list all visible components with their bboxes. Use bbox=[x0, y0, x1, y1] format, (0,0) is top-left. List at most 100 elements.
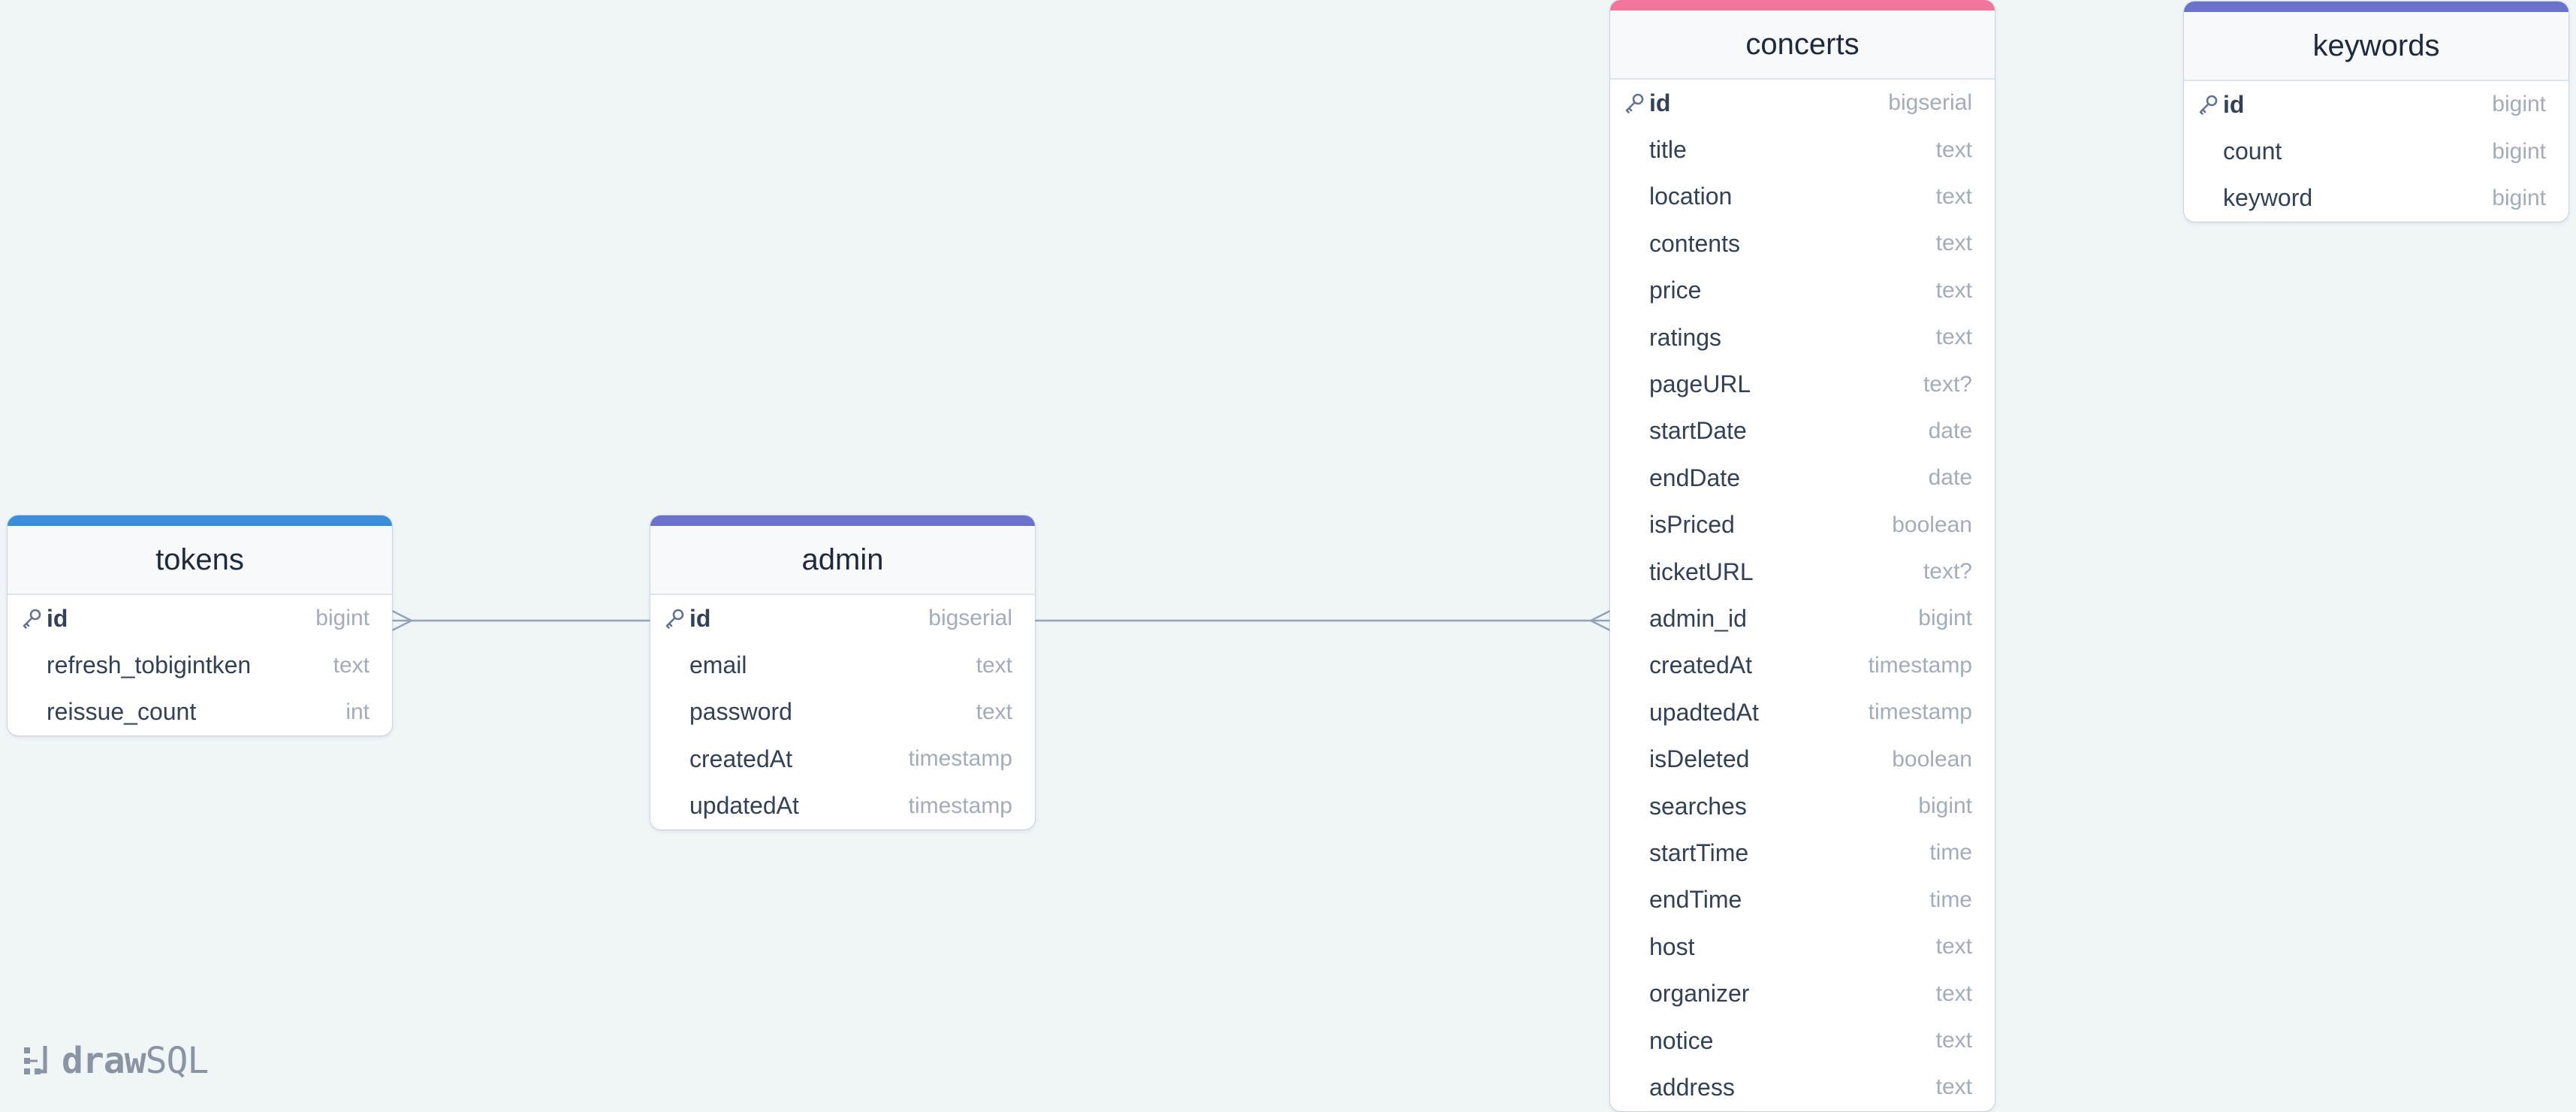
column-name: id bbox=[1649, 89, 1671, 116]
relation-admin-concerts[interactable] bbox=[1035, 609, 1611, 632]
column-type: text bbox=[1935, 1074, 1972, 1100]
column-row-pageURL[interactable]: pageURL text? bbox=[1610, 361, 1995, 407]
column-name: organizer bbox=[1649, 980, 1750, 1008]
column-name: id bbox=[2223, 90, 2245, 118]
column-name: count bbox=[2223, 137, 2282, 165]
column-row-upadtedAt[interactable]: upadtedAt timestamp bbox=[1610, 689, 1995, 736]
column-name: title bbox=[1649, 136, 1687, 164]
column-name: password bbox=[689, 698, 792, 726]
column-type: text bbox=[333, 652, 370, 678]
column-name: endDate bbox=[1649, 464, 1740, 491]
column-row-address[interactable]: address text bbox=[1610, 1064, 1995, 1110]
drawsql-logo-text: drawSQL bbox=[62, 1040, 209, 1082]
column-row-id[interactable]: id bigint bbox=[8, 595, 392, 642]
column-name: upadtedAt bbox=[1649, 698, 1759, 726]
relation-tokens-admin[interactable] bbox=[391, 609, 650, 632]
column-name: id bbox=[47, 604, 68, 632]
column-type: text bbox=[1935, 934, 1972, 959]
column-name: admin_id bbox=[1649, 604, 1747, 632]
column-row-id[interactable]: id bigserial bbox=[1610, 80, 1995, 126]
logo-text-bold: draw bbox=[62, 1040, 146, 1082]
column-name: keyword bbox=[2223, 184, 2313, 212]
column-name: ticketURL bbox=[1649, 558, 1754, 585]
column-name: startTime bbox=[1649, 839, 1749, 866]
column-row-contents[interactable]: contents text bbox=[1610, 220, 1995, 267]
column-name: email bbox=[689, 651, 747, 679]
column-type: timestamp bbox=[1868, 700, 1972, 725]
table-accent-bar bbox=[8, 515, 392, 526]
column-type: bigint bbox=[2492, 92, 2546, 117]
column-type: bigint bbox=[1918, 606, 1972, 631]
column-name: endTime bbox=[1649, 886, 1742, 914]
column-name: address bbox=[1649, 1073, 1735, 1101]
column-name: pageURL bbox=[1649, 370, 1751, 398]
table-title[interactable]: keywords bbox=[2184, 12, 2568, 81]
column-name: createdAt bbox=[1649, 651, 1752, 679]
column-type: text bbox=[1935, 981, 1972, 1006]
column-row-title[interactable]: title text bbox=[1610, 126, 1995, 173]
table-accent-bar bbox=[1610, 0, 1995, 11]
column-type: timestamp bbox=[908, 793, 1012, 818]
column-type: text bbox=[1935, 231, 1972, 256]
column-name: location bbox=[1649, 183, 1733, 210]
column-row-endTime[interactable]: endTime time bbox=[1610, 877, 1995, 923]
column-type: bigint bbox=[315, 606, 370, 631]
column-row-searches[interactable]: searches bigint bbox=[1610, 783, 1995, 829]
column-row-password[interactable]: password text bbox=[650, 689, 1035, 736]
table-title[interactable]: concerts bbox=[1610, 11, 1995, 80]
column-type: text bbox=[1935, 1028, 1972, 1053]
column-type: text? bbox=[1923, 371, 1972, 397]
column-row-location[interactable]: location text bbox=[1610, 174, 1995, 220]
table-accent-bar bbox=[650, 515, 1035, 526]
column-type: boolean bbox=[1892, 746, 1972, 772]
column-type: bigserial bbox=[1888, 90, 1972, 116]
crowfoot-many-icon bbox=[391, 609, 414, 632]
column-name: searches bbox=[1649, 792, 1747, 820]
column-row-admin_id[interactable]: admin_id bigint bbox=[1610, 595, 1995, 642]
column-row-organizer[interactable]: organizer text bbox=[1610, 970, 1995, 1017]
column-type: text bbox=[1935, 137, 1972, 162]
column-type: bigint bbox=[2492, 185, 2546, 210]
column-row-id[interactable]: id bigint bbox=[2184, 81, 2568, 128]
column-type: text bbox=[1935, 183, 1972, 209]
column-name: refresh_tobigintken bbox=[47, 651, 252, 679]
column-type: int bbox=[345, 699, 370, 724]
table-title[interactable]: admin bbox=[650, 526, 1035, 595]
column-name: ratings bbox=[1649, 323, 1722, 351]
column-name: id bbox=[689, 604, 711, 632]
column-row-keyword[interactable]: keyword bigint bbox=[2184, 175, 2568, 222]
table-accent-bar bbox=[2184, 2, 2568, 12]
table-title[interactable]: tokens bbox=[8, 526, 392, 595]
column-name: isPriced bbox=[1649, 511, 1735, 539]
column-name: contents bbox=[1649, 229, 1740, 257]
column-list: id bigint refresh_tobigintken text reissue_c… bbox=[8, 595, 392, 736]
column-type: time bbox=[1929, 887, 1972, 912]
column-type: text bbox=[976, 699, 1012, 724]
table-concerts[interactable]: concerts id bigserial title text location tex… bbox=[1610, 0, 1995, 1111]
column-type: date bbox=[1928, 418, 1972, 443]
column-row-refresh_tobigintken[interactable]: refresh_tobigintken text bbox=[8, 642, 392, 688]
column-type: bigint bbox=[1918, 793, 1972, 819]
